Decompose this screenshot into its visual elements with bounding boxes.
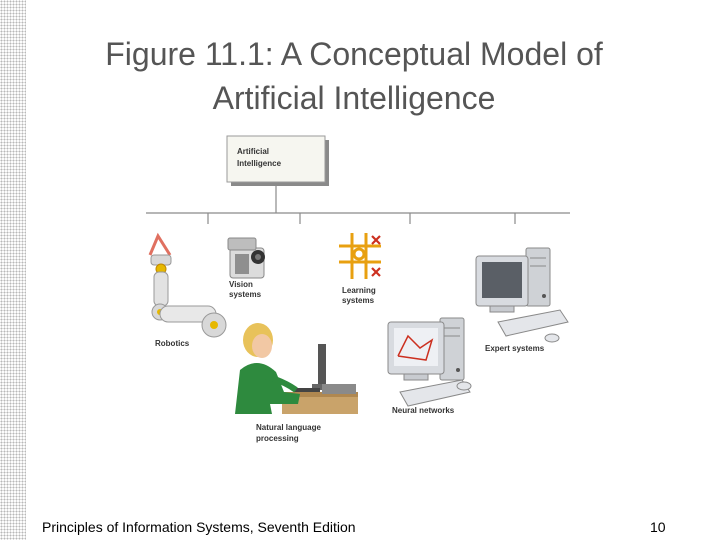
robot-arm-icon — [148, 232, 227, 338]
dotted-border-decoration — [0, 0, 26, 540]
vision-label-line-2: systems — [229, 290, 262, 299]
learning-label-line-1: Learning — [342, 286, 376, 295]
connector-lines — [146, 186, 570, 224]
root-node-ai: Artificial Intelligence — [226, 135, 329, 186]
learning-label-line-2: systems — [342, 296, 375, 305]
robotics-label: Robotics — [155, 339, 190, 348]
slide-title-line-1: Figure 11.1: A Conceptual Model of — [105, 36, 603, 72]
vision-label-line-1: Vision — [229, 280, 253, 289]
expert-systems-label: Expert systems — [485, 344, 545, 353]
slide-title-line-2: Artificial Intelligence — [212, 80, 496, 116]
root-label-line-1: Artificial — [237, 147, 269, 156]
footer-source: Principles of Information Systems, Seven… — [42, 519, 356, 535]
tic-tac-toe-icon — [339, 233, 381, 279]
neural-networks-label: Neural networks — [392, 406, 455, 415]
root-label-line-2: Intelligence — [237, 159, 282, 168]
nlp-label-line-1: Natural language — [256, 423, 321, 432]
camera-icon — [227, 237, 265, 279]
nlp-label-line-2: processing — [256, 434, 299, 443]
slide-title: Figure 11.1: A Conceptual Model of Artif… — [40, 32, 668, 120]
expert-system-computer-icon — [475, 247, 569, 343]
page-number: 10 — [650, 519, 666, 535]
neural-network-computer-icon — [387, 317, 472, 407]
person-at-computer-icon — [235, 323, 358, 414]
